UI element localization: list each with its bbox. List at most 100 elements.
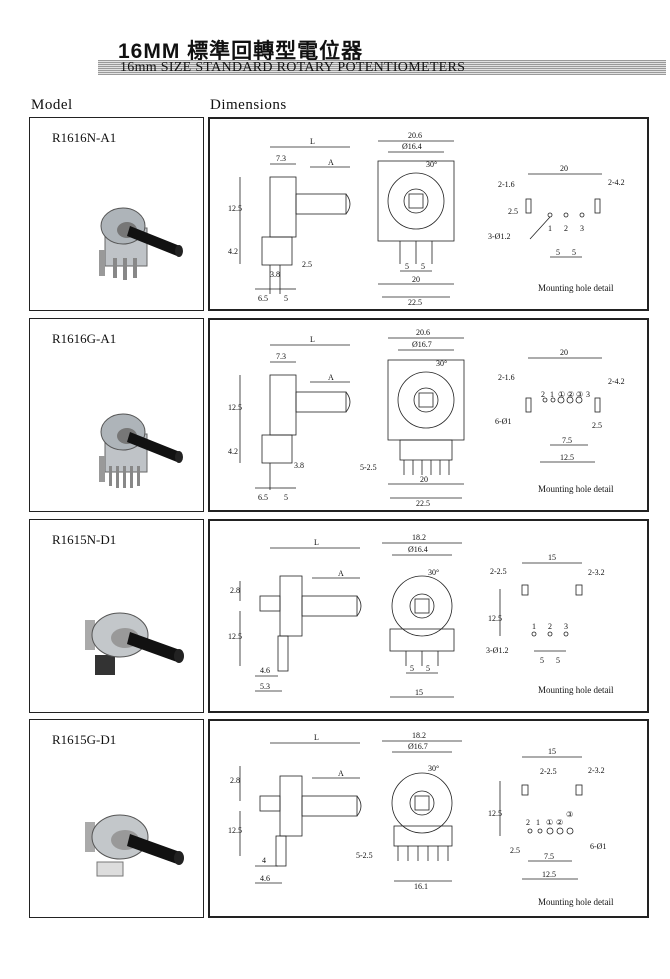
dim-label: 6.5 bbox=[258, 493, 268, 502]
dimension-panel-2: L 7.3 A 12.5 4.2 3.8 6.5 5 20.6 Ø16.7 30… bbox=[208, 318, 649, 512]
model-panel-1: R1616N-A1 bbox=[29, 117, 204, 311]
dim-label: ③ bbox=[566, 810, 573, 819]
dim-A: A bbox=[338, 769, 344, 778]
dim-label: 5-2.5 bbox=[356, 851, 373, 860]
dim-label: 2.8 bbox=[230, 776, 240, 785]
dim-label: 2 bbox=[541, 390, 545, 399]
dim-label: 22.5 bbox=[416, 499, 430, 508]
dim-label: 30° bbox=[428, 764, 439, 773]
page-subtitle: 16mm SIZE STANDARD ROTARY POTENTIOMETERS bbox=[120, 60, 466, 75]
dim-label: 7.3 bbox=[276, 352, 286, 361]
dim-label: 12.5 bbox=[228, 204, 242, 213]
dim-label: 3 bbox=[564, 622, 568, 631]
mounting-hole-label: Mounting hole detail bbox=[538, 484, 614, 494]
dim-label: 20 bbox=[560, 164, 568, 173]
dim-L: L bbox=[310, 137, 315, 146]
dim-label: 1 bbox=[536, 818, 540, 827]
dim-label: 3.8 bbox=[294, 461, 304, 470]
dim-label: 3.8 bbox=[270, 270, 280, 279]
dim-label: 1 bbox=[532, 622, 536, 631]
dim-label: 5 bbox=[556, 248, 560, 257]
dim-label: Ø16.4 bbox=[402, 142, 422, 151]
potentiometer-photo bbox=[99, 207, 183, 280]
dim-label: 7.3 bbox=[276, 154, 286, 163]
dim-label: 2-1.6 bbox=[498, 373, 515, 382]
dim-label: 5 bbox=[284, 493, 288, 502]
dim-label: 5 bbox=[426, 664, 430, 673]
dim-label: 2.5 bbox=[508, 207, 518, 216]
dim-label: 2.5 bbox=[510, 846, 520, 855]
dim-A: A bbox=[328, 158, 334, 167]
dim-label: 5.3 bbox=[260, 682, 270, 691]
dim-label: 5 bbox=[410, 664, 414, 673]
dimension-panel-4: L A 2.8 12.5 4 4.6 18.2 Ø16.7 30° 5-2.5 … bbox=[208, 719, 649, 918]
dim-label: 2-1.6 bbox=[498, 180, 515, 189]
dim-label: 15 bbox=[548, 747, 556, 756]
mounting-hole-label: Mounting hole detail bbox=[538, 897, 614, 907]
model-panel-2: R1616G-A1 bbox=[29, 318, 204, 512]
dim-label: 30° bbox=[426, 160, 437, 169]
model-name: R1616G-A1 bbox=[52, 331, 117, 346]
dimension-drawing: L 7.3 A 12.5 4.2 3.8 6.5 5 20.6 Ø16.7 30… bbox=[228, 328, 625, 508]
dim-label: 2-3.2 bbox=[588, 766, 605, 775]
potentiometer-photo bbox=[99, 413, 183, 488]
dimension-panel-1: L 7.3 A 12.5 4.2 3.8 2.5 6.5 5 20.6 Ø16.… bbox=[208, 117, 649, 311]
dim-label: ② bbox=[556, 818, 563, 827]
dim-label: ① bbox=[558, 390, 565, 399]
dim-label: 5 bbox=[572, 248, 576, 257]
dim-A: A bbox=[328, 373, 334, 382]
dim-label: 2-3.2 bbox=[588, 568, 605, 577]
mounting-hole-label: Mounting hole detail bbox=[538, 283, 614, 293]
dim-label: 12.5 bbox=[228, 632, 242, 641]
model-name: R1616N-A1 bbox=[52, 130, 117, 145]
dimension-drawing: L 7.3 A 12.5 4.2 3.8 2.5 6.5 5 20.6 Ø16.… bbox=[228, 131, 625, 307]
model-panel-4: R1615G-D1 bbox=[29, 719, 204, 918]
dim-label: 16.1 bbox=[414, 882, 428, 891]
page-title: 16MM 標準回轉型電位器 bbox=[118, 40, 364, 63]
dim-label: 2-2.5 bbox=[490, 567, 507, 576]
dim-label: 12.5 bbox=[560, 453, 574, 462]
dim-A: A bbox=[338, 569, 344, 578]
dim-label: 3-Ø1.2 bbox=[488, 232, 510, 241]
dim-label: 1 bbox=[548, 224, 552, 233]
dim-label: 20.6 bbox=[408, 131, 422, 140]
dim-label: 4.6 bbox=[260, 874, 270, 883]
dim-label: Ø16.7 bbox=[412, 340, 432, 349]
dim-L: L bbox=[310, 335, 315, 344]
dim-label: 15 bbox=[548, 553, 556, 562]
dim-label: 6.5 bbox=[258, 294, 268, 303]
dim-label: 5 bbox=[556, 656, 560, 665]
dim-label: 18.2 bbox=[412, 533, 426, 542]
dim-label: 12.5 bbox=[488, 614, 502, 623]
dimensions-column-header: Dimensions bbox=[210, 97, 287, 113]
dim-label: 12.5 bbox=[228, 403, 242, 412]
dim-label: 3 bbox=[580, 224, 584, 233]
dim-L: L bbox=[314, 733, 319, 742]
dimension-drawing: L A 2.8 12.5 4.6 5.3 18.2 Ø16.4 30° 5 5 … bbox=[228, 533, 605, 698]
dim-label: 7.5 bbox=[562, 436, 572, 445]
model-column-header: Model bbox=[31, 97, 73, 113]
dim-label: 12.5 bbox=[542, 870, 556, 879]
dim-label: 3-Ø1.2 bbox=[486, 646, 508, 655]
dim-label: 30° bbox=[436, 359, 447, 368]
dim-label: 1 bbox=[550, 390, 554, 399]
subtitle-bar bbox=[98, 60, 666, 75]
dim-label: 5 bbox=[284, 294, 288, 303]
dim-label: 20 bbox=[420, 475, 428, 484]
dim-label: 2.5 bbox=[592, 421, 602, 430]
mounting-hole-label: Mounting hole detail bbox=[538, 685, 614, 695]
dim-label: 20.6 bbox=[416, 328, 430, 337]
dim-label: Ø16.4 bbox=[408, 545, 428, 554]
dim-label: ① bbox=[546, 818, 553, 827]
dim-label: 2-2.5 bbox=[540, 767, 557, 776]
model-panel-3: R1615N-D1 bbox=[29, 519, 204, 713]
potentiometer-photo bbox=[85, 612, 184, 675]
dim-label: 20 bbox=[560, 348, 568, 357]
dim-label: 15 bbox=[415, 688, 423, 697]
dim-label: 4 bbox=[262, 856, 266, 865]
dim-label: 18.2 bbox=[412, 731, 426, 740]
dim-label: 5 bbox=[405, 262, 409, 271]
dim-label: 12.5 bbox=[488, 809, 502, 818]
dim-label: 6-Ø1 bbox=[590, 842, 606, 851]
dim-label: 3 bbox=[586, 390, 590, 399]
